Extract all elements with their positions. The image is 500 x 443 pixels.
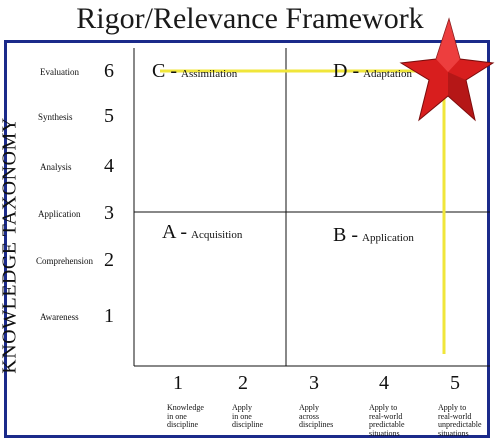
app-level-num-1: 1 [173,372,183,394]
app-level-desc-5-line: real-world [438,411,472,421]
app-level-desc-4-line: predictable [369,420,405,429]
app-level-desc-3: Apply across disciplines [299,403,369,430]
quadrant-c-label: C - Assimilation [152,60,237,83]
level-num-5: 5 [104,105,114,127]
quadrant-d-letter: D - [333,60,360,82]
app-level-num-4: 4 [379,372,389,394]
level-num-2: 2 [104,249,114,271]
app-level-desc-4-line: Apply to [369,403,398,412]
level-name-comprehension: Comprehension [36,256,93,266]
app-level-desc-3-line: across [299,411,319,421]
app-level-num-3: 3 [309,372,319,394]
level-name-evaluation: Evaluation [40,67,79,77]
level-num-6: 6 [104,60,114,82]
quadrant-c-text: Assimilation [181,68,238,80]
quadrant-b-letter: B - [333,224,358,246]
app-level-desc-5-line: Apply to [438,403,467,412]
app-level-desc-4-line: situations [369,428,400,438]
app-level-desc-4-line: real-world [369,411,403,421]
quadrant-d-label: D - Adaptation [333,60,412,83]
app-level-desc-2: Apply in one discipline [232,403,302,430]
quadrant-a-letter: A - [162,221,187,243]
framework-frame [4,40,490,438]
quadrant-c-letter: C - [152,60,177,82]
app-level-desc-2-line: Apply [232,403,252,412]
app-level-num-2: 2 [238,372,248,394]
quadrant-b-label: B - Application [333,224,414,247]
app-level-desc-5: Apply to real-world unpredictable situat… [438,403,500,438]
app-level-desc-3-line: disciplines [299,420,334,429]
quadrant-d-text: Adaptation [363,68,412,80]
level-name-analysis: Analysis [40,162,72,172]
app-level-desc-1-line: Knowledge [167,403,204,412]
level-num-3: 3 [104,202,114,224]
page-title: Rigor/Relevance Framework [76,2,424,35]
app-level-desc-2-line: in one [232,411,252,421]
level-name-synthesis: Synthesis [38,112,73,122]
quadrant-b-text: Application [362,232,414,244]
app-level-desc-1-line: in one [167,411,187,421]
level-name-awareness: Awareness [40,312,79,322]
app-level-desc-5-line: situations [438,428,469,438]
level-name-application: Application [38,209,81,219]
quadrant-a-label: A - Acquisition [162,221,242,244]
level-num-4: 4 [104,155,114,177]
app-level-num-5: 5 [450,372,460,394]
quadrant-a-text: Acquisition [191,229,243,241]
app-level-desc-2-line: discipline [232,420,264,429]
app-level-desc-1-line: discipline [167,420,199,429]
red-star-icon [399,17,495,122]
app-level-desc-4: Apply to real-world predictable situatio… [369,403,439,438]
app-level-desc-5-line: unpredictable [438,420,482,429]
level-num-1: 1 [104,305,114,327]
app-level-desc-1: Knowledge in one discipline [167,403,237,430]
app-level-desc-3-line: Apply [299,403,319,412]
